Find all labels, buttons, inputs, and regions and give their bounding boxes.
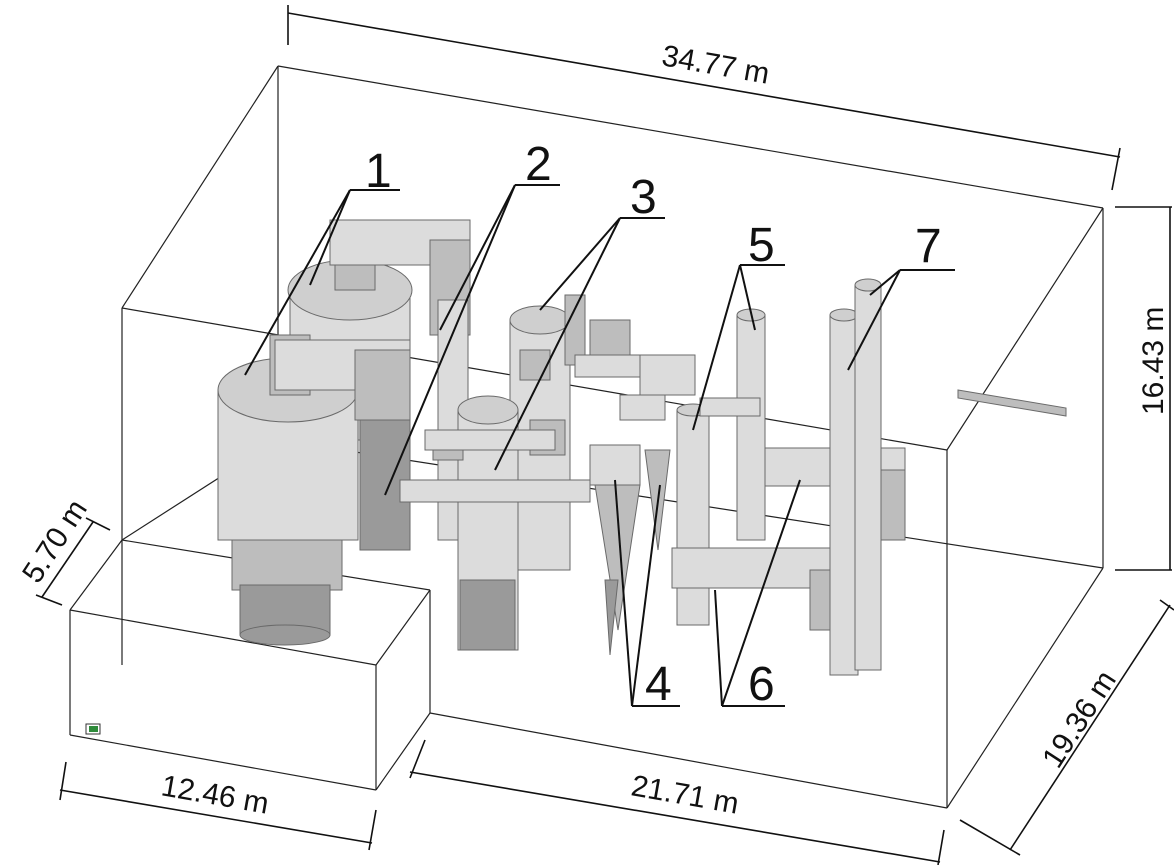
equipment-group-5-columns	[676, 308, 766, 626]
dim-hall-length: 34.77 m	[659, 39, 771, 90]
callout-6: 6	[748, 658, 775, 711]
origin-marker	[85, 723, 101, 735]
equipment-group-3-mills	[399, 294, 696, 651]
dim-hall-height: 16.43 m	[1137, 307, 1170, 415]
callout-leaders	[244, 184, 955, 707]
dim-annex-height: 5.70 m	[16, 494, 94, 589]
equipment-group-4-hoppers	[589, 354, 696, 656]
callout-4: 4	[645, 658, 672, 711]
callout-3: 3	[630, 171, 657, 224]
dim-hall-depth: 19.36 m	[1036, 665, 1123, 774]
wall-pipe	[957, 389, 1067, 417]
callout-1: 1	[365, 145, 392, 198]
callout-5: 5	[748, 219, 775, 272]
equipment-group-7-stacks	[829, 278, 882, 676]
dimension-lines	[35, 5, 1174, 865]
dim-hall-front-length: 21.71 m	[629, 769, 741, 820]
callout-2: 2	[525, 138, 552, 191]
callout-7: 7	[915, 220, 942, 273]
dim-annex-length: 12.46 m	[159, 769, 271, 820]
